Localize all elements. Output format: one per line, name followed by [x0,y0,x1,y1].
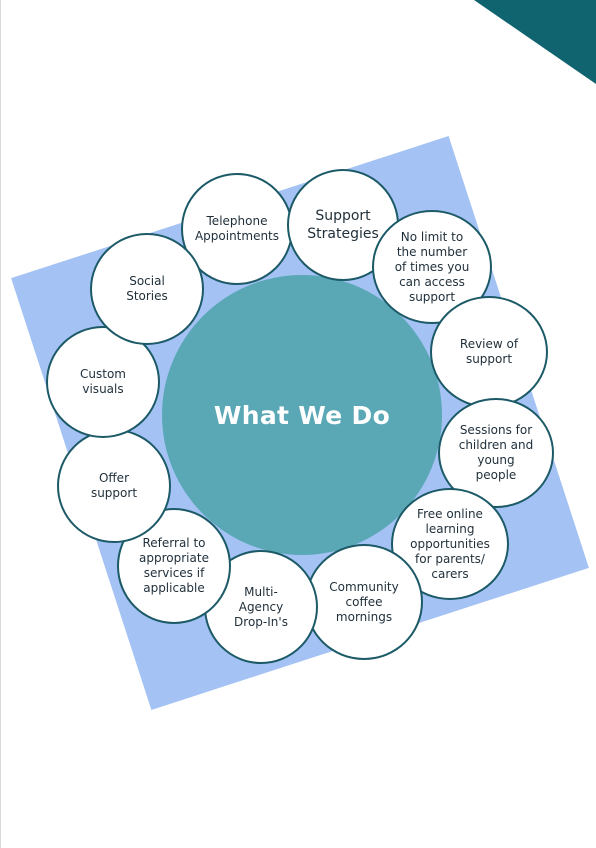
service-label: Review of support [459,337,519,366]
center-circle: What We Do [162,275,442,555]
service-review-of-support: Review of support [430,296,548,408]
service-label: Social Stories [126,274,168,303]
diagram-title: What We Do [213,400,391,430]
service-community-coffee: Community coffee mornings [305,544,423,660]
service-label: Custom visuals [80,367,126,396]
service-label: Telephone Appointments [194,214,280,243]
page-edge [0,0,1,848]
service-offer-support: Offer support [57,429,171,543]
service-no-limit: No limit to the number of times you can … [372,210,492,324]
service-social-stories: Social Stories [90,233,204,345]
service-label: Sessions for children and young people [458,423,534,482]
service-label: Multi- Agency Drop-In's [234,584,288,629]
service-label: Referral to appropriate services if appl… [139,536,209,595]
service-label: Community coffee mornings [329,579,399,624]
service-label: Offer support [90,471,138,500]
service-label: Free online learning opportunities for p… [410,506,490,581]
service-label: Support Strategies [307,208,379,242]
service-label: No limit to the number of times you can … [394,229,470,304]
